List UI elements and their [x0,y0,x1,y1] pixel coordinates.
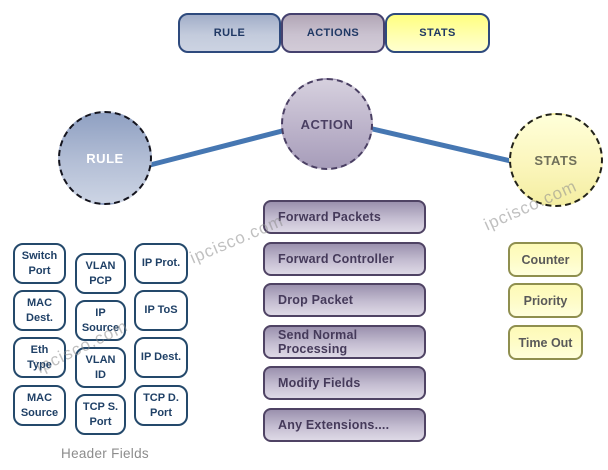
field-box-mac-source: MAC Source [13,385,66,426]
action-box-drop-packet: Drop Packet [263,283,426,317]
header-fields-caption: Header Fields [61,446,149,461]
tab-stats: STATS [385,13,490,53]
stat-box-time-out: Time Out [508,325,583,360]
field-box-vlan-id: VLAN ID [75,347,126,388]
action-circle: ACTION [281,78,373,170]
rule-circle: RULE [58,111,152,205]
action-box-forward-packets: Forward Packets [263,200,426,234]
field-box-tcp-d-port: TCP D. Port [134,385,188,426]
tab-actions: ACTIONS [281,13,385,53]
action-box-modify-fields: Modify Fields [263,366,426,400]
field-box-vlan-pcp: VLAN PCP [75,253,126,294]
stat-box-priority: Priority [508,283,583,318]
action-box-any-extensions: Any Extensions.... [263,408,426,442]
action-box-forward-controller: Forward Controller [263,242,426,276]
field-box-eth-type: Eth Type [13,337,66,378]
field-box-ip-source: IP Source [75,300,126,341]
tab-rule: RULE [178,13,281,53]
action-box-send-normal-processing: Send Normal Processing [263,325,426,359]
field-box-tcp-s-port: TCP S. Port [75,394,126,435]
field-box-ip-tos: IP ToS [134,290,188,331]
stat-box-counter: Counter [508,242,583,277]
stats-circle: STATS [509,113,603,207]
field-box-mac-dest: MAC Dest. [13,290,66,331]
field-box-ip-prot: IP Prot. [134,243,188,284]
field-box-ip-dest: IP Dest. [134,337,188,378]
field-box-switch-port: Switch Port [13,243,66,284]
